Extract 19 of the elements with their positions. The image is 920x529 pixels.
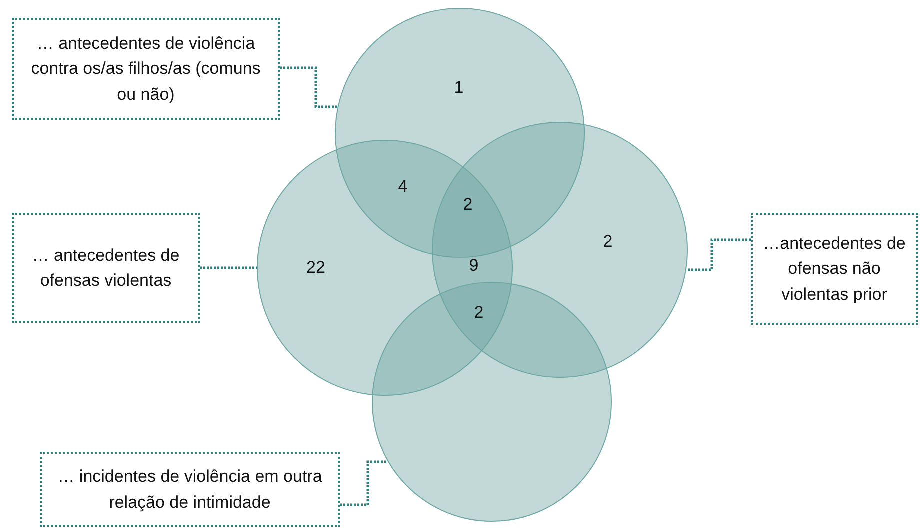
- count-label: 1: [454, 78, 464, 98]
- set-label: … antecedentes de ofensas violentas: [31, 244, 181, 292]
- label-box: [12, 213, 200, 323]
- count-label: 2: [463, 195, 473, 215]
- count-label: 4: [398, 177, 408, 197]
- leader-line: [280, 66, 338, 108]
- count-label: 2: [603, 232, 613, 252]
- label-box: [12, 18, 280, 120]
- leader-line: [686, 238, 751, 272]
- leader-line: [200, 266, 257, 270]
- set-label: … incidentes de violência em outra relação de intimidade: [56, 466, 324, 514]
- set-label: … antecedentes de violência contra os/as filhos/as (comuns ou não): [30, 32, 262, 106]
- leader-line: [340, 460, 388, 506]
- count-label: 22: [306, 258, 326, 278]
- label-box: [40, 452, 340, 527]
- label-box: [751, 213, 918, 325]
- count-label: 9: [469, 256, 479, 276]
- count-label: 2: [474, 303, 484, 323]
- set-label: …antecedentes de ofensas não violentas prior: [762, 232, 907, 306]
